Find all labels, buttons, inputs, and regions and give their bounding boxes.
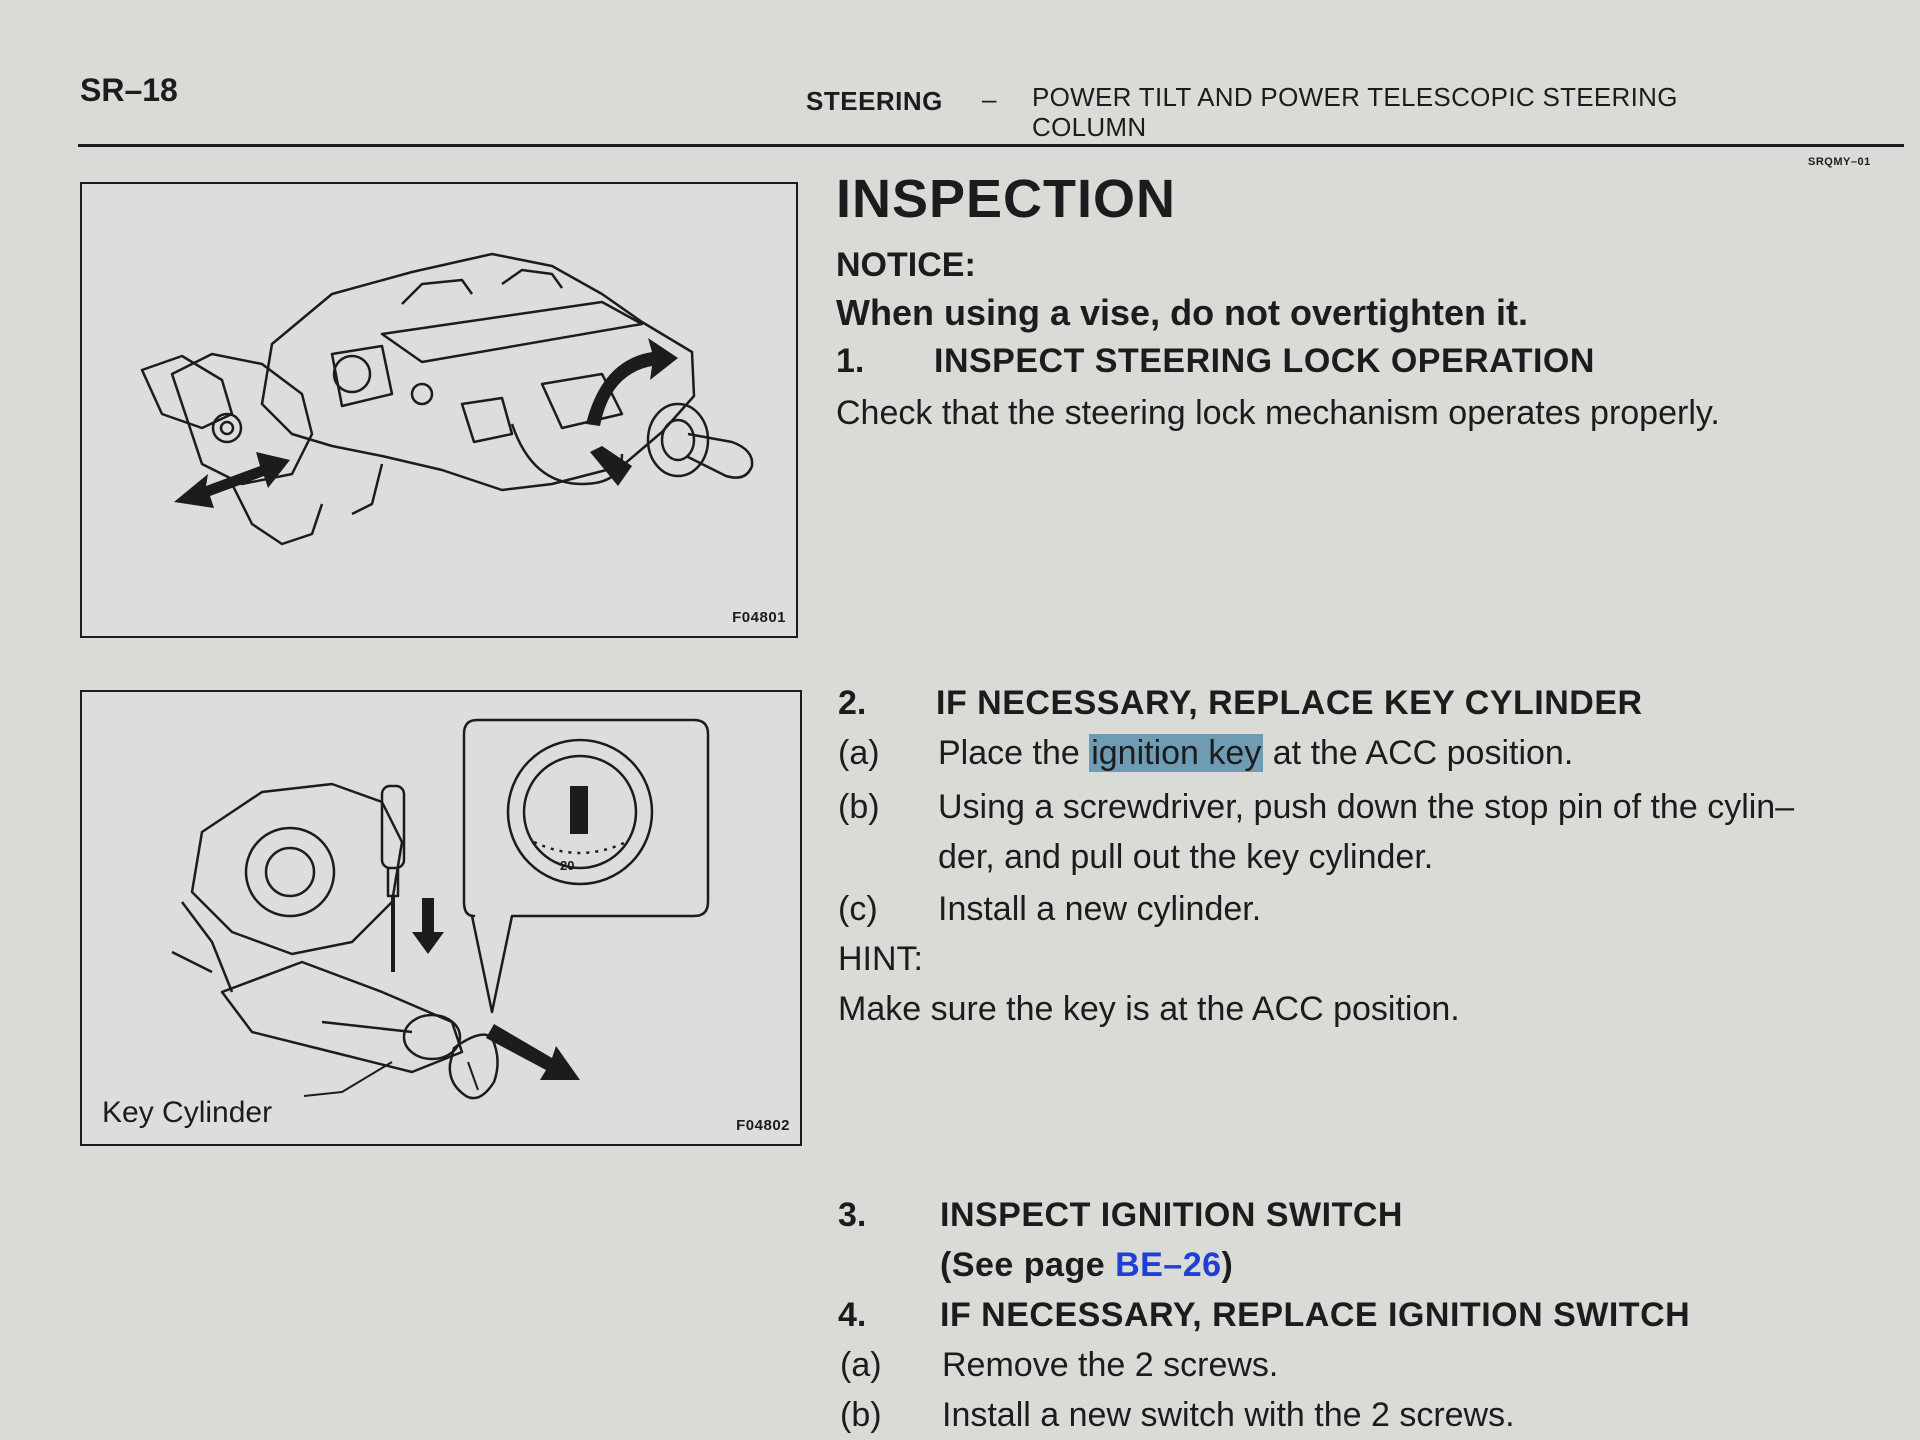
step-number: 3. [838,1196,867,1234]
substep-mark: (c) [838,890,878,928]
substep-text: Using a screwdriver, push down the stop … [938,788,1795,826]
substep-text: Install a new cylinder. [938,890,1262,928]
page-number: SR–18 [80,72,178,108]
substep-mark: (b) [840,1396,882,1434]
hint-text: Make sure the key is at the ACC position… [838,990,1460,1028]
step-title: INSPECT STEERING LOCK OPERATION [934,342,1595,380]
page-reference: (See page BE–26) [940,1246,1233,1285]
notice-text: When using a vise, do not overtighten it… [836,292,1529,333]
header-separator: – [982,84,997,114]
steering-column-illustration [140,252,754,546]
dial-number: 20 [560,858,574,873]
selected-text-highlight[interactable]: ignition key [1089,734,1264,772]
substep-text: Place the ignition key at the ACC positi… [938,734,1573,773]
page-reference-prefix: (See page [940,1246,1116,1284]
figure-key-cylinder: 20 Key Cylinder F04802 [80,690,802,1146]
figure-steering-column: F04801 [80,182,798,638]
step-number: 2. [838,684,867,722]
document-code: SRQMY–01 [1808,156,1871,168]
substep-mark: (b) [838,788,880,826]
substep-mark: (a) [838,734,880,772]
substep-text: Remove the 2 screws. [942,1346,1279,1384]
step-body: Check that the steering lock mechanism o… [836,394,1720,432]
step-number: 1. [836,342,865,380]
section-name: STEERING [806,86,943,116]
heading-inspection: INSPECTION [836,169,1177,229]
figure-code: F04802 [736,1117,790,1134]
substep-text-continued: der, and pull out the key cylinder. [938,838,1434,876]
page-reference-suffix: ) [1221,1246,1234,1284]
step-title: IF NECESSARY, REPLACE IGNITION SWITCH [940,1296,1691,1334]
figure-code: F04801 [732,609,786,626]
substep-mark: (a) [840,1346,882,1384]
substep-text-after: at the ACC position. [1263,734,1574,772]
page-link-be-26[interactable]: BE–26 [1115,1246,1222,1284]
substep-text: Install a new switch with the 2 screws. [942,1396,1515,1434]
step-title: IF NECESSARY, REPLACE KEY CYLINDER [936,684,1643,722]
step-title: INSPECT IGNITION SWITCH [940,1196,1403,1234]
notice-label: NOTICE: [836,246,976,284]
key-cylinder-illustration: 20 [171,718,710,1100]
step-number: 4. [838,1296,867,1334]
hint-label: HINT: [838,940,923,978]
section-title: POWER TILT AND POWER TELESCOPIC STEERING… [1032,82,1678,142]
key-cylinder-label: Key Cylinder [102,1096,273,1129]
substep-text-before: Place the [938,734,1090,772]
header-rule [78,144,1904,147]
